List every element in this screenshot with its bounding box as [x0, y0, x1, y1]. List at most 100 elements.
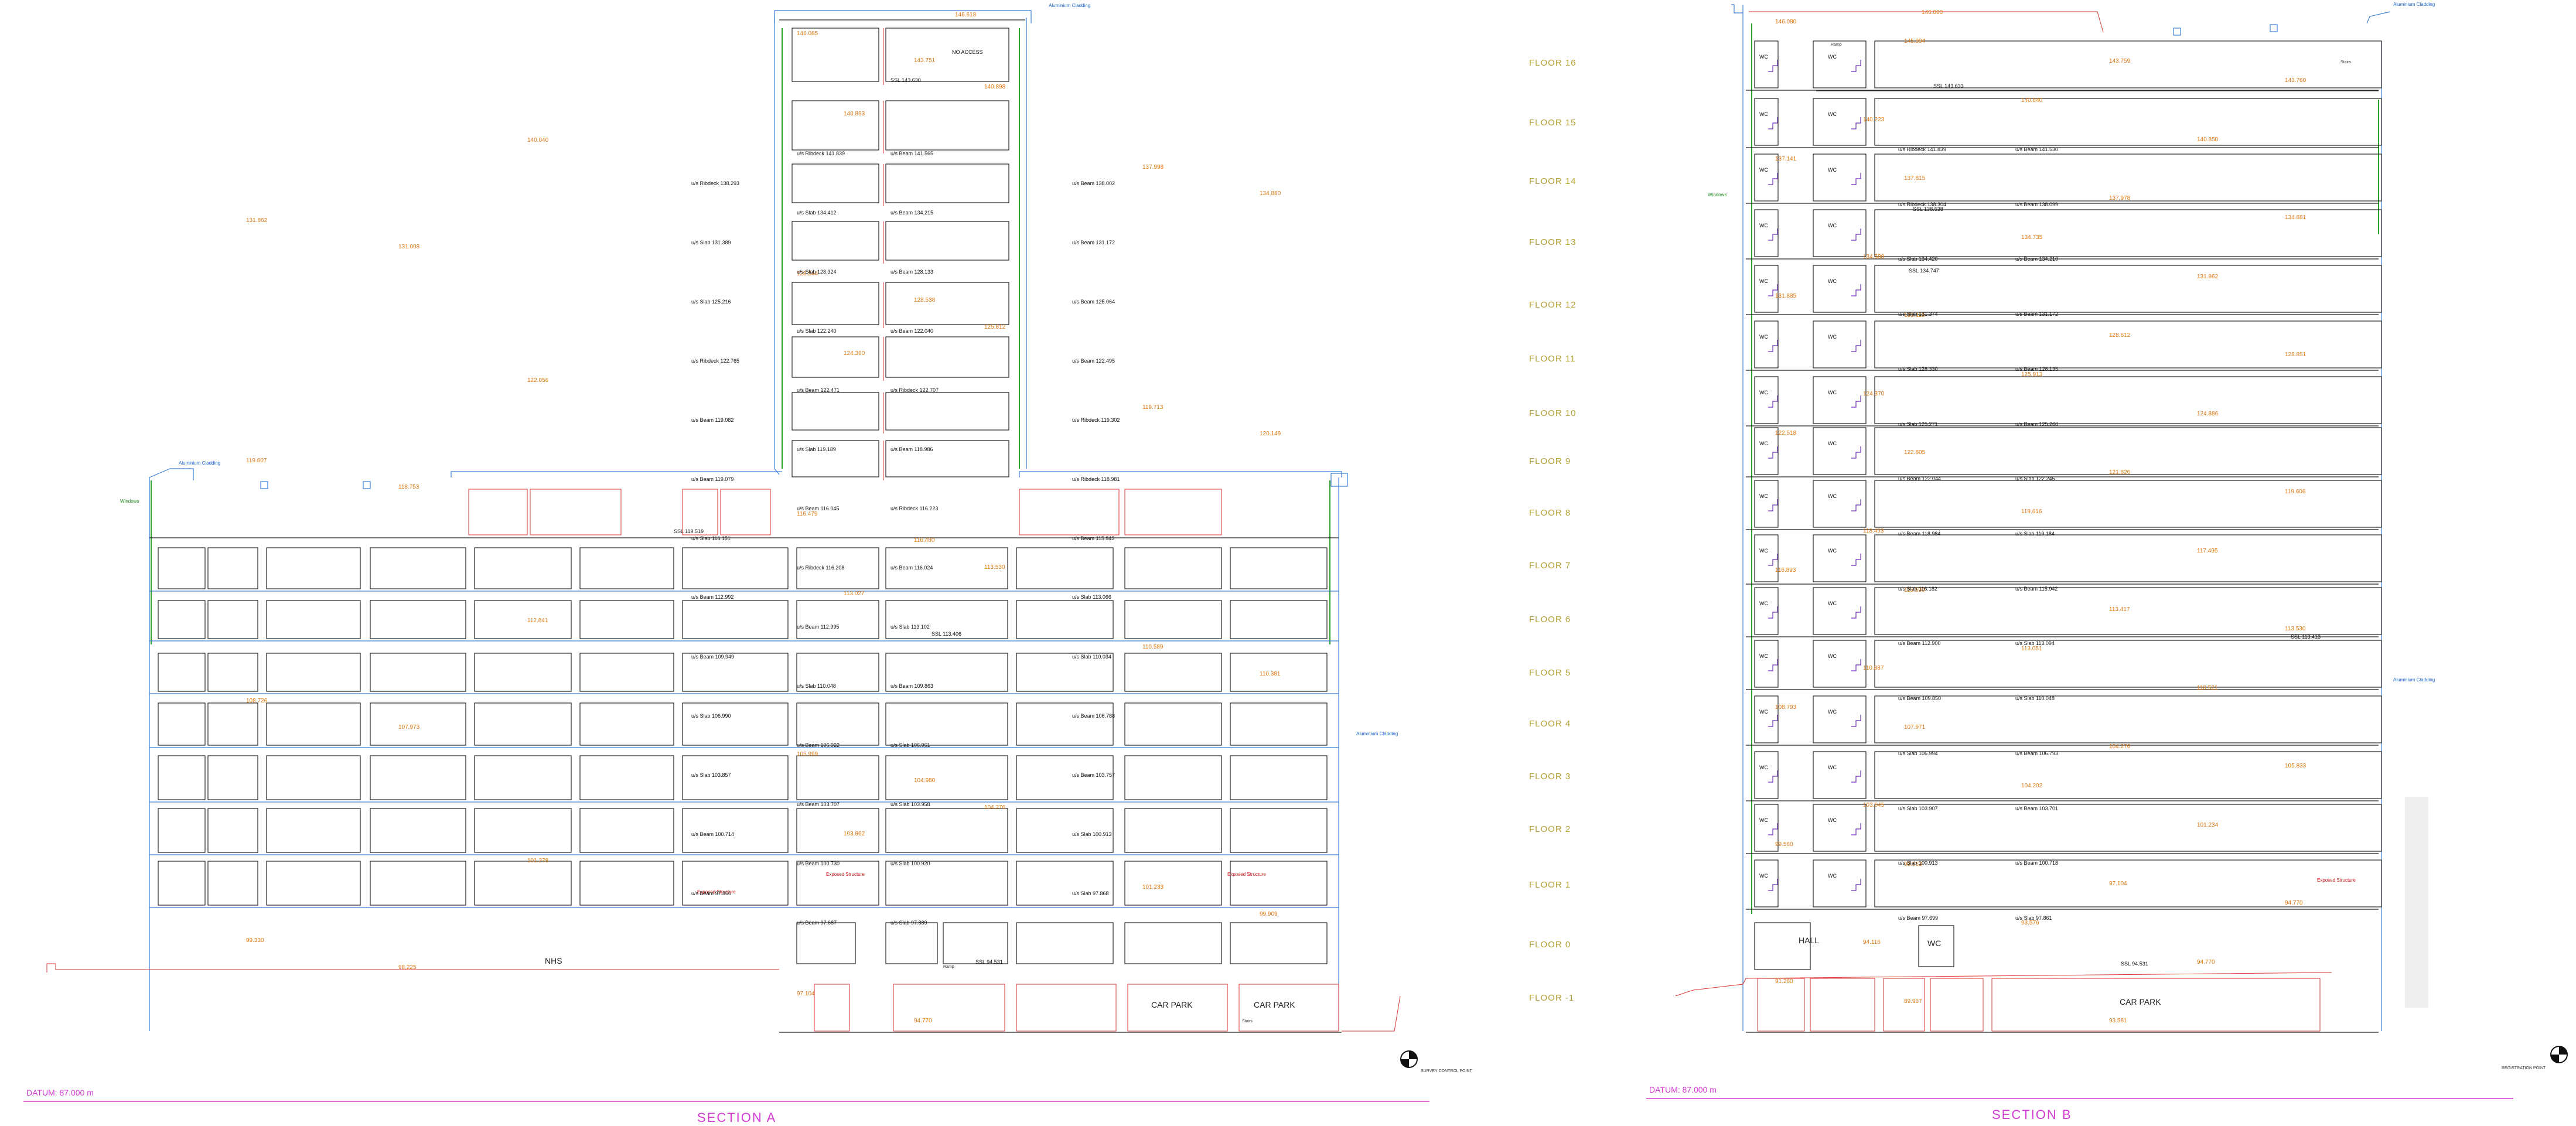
beam-note: u/s Ribdeck 116.223 — [890, 506, 938, 511]
podium-room-a — [1230, 755, 1328, 800]
podium-room-a — [1230, 702, 1328, 746]
level-tag: 146.085 — [797, 30, 818, 37]
podium-room-a — [1016, 600, 1114, 639]
stair-mark-b — [1768, 395, 1778, 408]
floor-room-b — [1874, 265, 2382, 313]
podium-room-a — [682, 600, 789, 639]
wc-label-b: WC — [1828, 653, 1837, 659]
beam-note: u/s Slab 110.048 — [797, 683, 836, 689]
podium-room-a — [682, 755, 789, 800]
beam-note: u/s Beam 134.210 — [2015, 256, 2058, 262]
podium-room-a — [1016, 861, 1114, 906]
beam-note: u/s Slab 100.920 — [890, 861, 930, 866]
podium-room-a — [370, 808, 466, 853]
wc-label-b: WC — [1759, 111, 1768, 117]
stair-mark-b — [1768, 340, 1778, 352]
beam-note: u/s Beam 112.995 — [797, 624, 839, 630]
beam-note: u/s Beam 131.172 — [1072, 240, 1115, 245]
wc-cell-b — [1754, 209, 1779, 257]
stair-mark-b — [1851, 117, 1861, 129]
wc-label-b: WC — [1759, 873, 1768, 879]
floor-room-b — [1874, 751, 2382, 799]
level-tag: 110.521 — [2197, 685, 2218, 691]
wc-cell-b — [1813, 153, 1867, 202]
wc-cell-b — [1813, 859, 1867, 907]
level-tag: 140.040 — [527, 137, 549, 144]
section-b-title: SECTION B — [1992, 1107, 2072, 1122]
wc-label-b: WC — [1828, 709, 1837, 715]
ssl-base-b: SSL 94.531 — [2121, 961, 2148, 967]
beam-note: u/s Beam 112.992 — [691, 594, 733, 600]
beam-note: u/s Beam 131.172 — [2015, 311, 2058, 317]
tower-room-a — [885, 221, 1009, 261]
beam-note: u/s Beam 103.701 — [2015, 806, 2058, 811]
stair-mark-b — [1851, 554, 1861, 566]
stair-mark-b — [1851, 606, 1861, 619]
ground-room-a — [1230, 922, 1328, 964]
beam-note: u/s Beam 128.133 — [890, 269, 933, 275]
stair-mark-b — [1768, 60, 1778, 72]
floor-room-b — [1874, 427, 2382, 475]
podium-room-a — [158, 861, 206, 906]
beam-note: u/s Slab 116.182 — [1898, 586, 1937, 592]
podium-room-a — [1124, 808, 1222, 853]
floor-label: FLOOR 2 — [1529, 824, 1571, 834]
level-tag: 124.360 — [844, 350, 865, 357]
wc-cell-b — [1813, 320, 1867, 368]
wc-label-b: WC — [1828, 278, 1837, 284]
stair-mark-b — [1851, 715, 1861, 727]
podium-room-a — [158, 547, 206, 589]
ssl-top-b: SSL 143.633 — [1933, 83, 1964, 89]
wc-cell-b — [1754, 640, 1779, 688]
floor-room-b — [1874, 320, 2382, 368]
level-tag: 140.850 — [2197, 137, 2219, 143]
podium-room-a — [579, 808, 674, 853]
section-a-title: SECTION A — [697, 1110, 776, 1125]
level-tag: 121.826 — [2109, 469, 2131, 476]
floor-room-b — [1874, 376, 2382, 424]
level-tag: 140.840 — [2021, 97, 2043, 104]
podium-room-a — [579, 861, 674, 906]
floor-label: FLOOR 12 — [1529, 300, 1577, 310]
level-tag: 97.104 — [2109, 881, 2127, 887]
level-tag: 108.726 — [246, 698, 268, 704]
beam-note: u/s Slab 100.913 — [1898, 860, 1938, 866]
level-tag: 143.760 — [2285, 77, 2307, 84]
note-cladding-b1: Aluminium Cladding — [2393, 2, 2435, 7]
ssl-base-a: SSL 94.531 — [975, 959, 1003, 965]
wc-label-b: WC — [1828, 167, 1837, 173]
beam-note: u/s Slab 128.330 — [1898, 366, 1938, 372]
wc-cell-b — [1813, 480, 1867, 528]
level-tag: 128.612 — [2109, 332, 2131, 339]
beam-note: u/s Slab 97.868 — [1072, 890, 1109, 896]
podium-room-a — [1124, 755, 1222, 800]
tower-room-a — [885, 28, 1009, 82]
beam-note: u/s Beam 103.707 — [797, 801, 840, 807]
wc-cell-b — [1813, 376, 1867, 424]
beam-note: u/s Slab 106.990 — [691, 713, 731, 719]
ssl-top-a: SSL 143.630 — [890, 77, 921, 83]
floor-room-b — [1874, 640, 2382, 688]
podium-room-a — [207, 600, 258, 639]
level-tag: 113.027 — [844, 591, 865, 597]
beam-note: u/s Slab 122.245 — [2015, 476, 2055, 482]
level-tag: 91.280 — [1775, 978, 1793, 985]
floor-label: FLOOR -1 — [1529, 993, 1574, 1003]
floor-room-b — [1874, 209, 2382, 257]
podium-room-a — [1124, 653, 1222, 692]
podium-room-a — [370, 861, 466, 906]
level-tag: 104.980 — [914, 777, 936, 784]
podium-room-a — [158, 702, 206, 746]
beam-note: u/s Slab 125.216 — [691, 299, 731, 305]
stair-mark-b — [1851, 770, 1861, 783]
note-windows-b: Windows — [1708, 192, 1727, 197]
floor-room-b — [1874, 153, 2382, 202]
wc-label-b: WC — [1759, 167, 1768, 173]
beam-note: u/s Ribdeck 141.839 — [1898, 146, 1946, 152]
note-exposed-a3: Exposed Structure — [1227, 872, 1266, 877]
beam-note: u/s Beam 134.215 — [890, 210, 933, 216]
wc-label-b: WC — [1828, 493, 1837, 499]
wc-label-b: WC — [1828, 223, 1837, 228]
